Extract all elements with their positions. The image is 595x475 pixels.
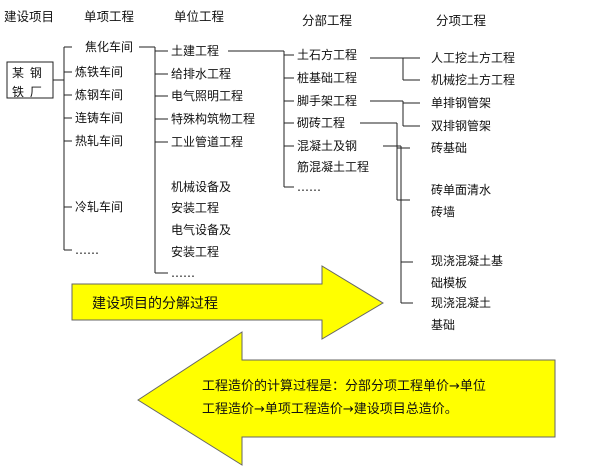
header-project: 建设项目 (4, 9, 55, 24)
calc-arrow (137, 331, 556, 466)
unit-item: 安装工程 (171, 245, 220, 259)
division-item: 土石方工程 (297, 48, 358, 62)
calc-label-line2: 工程造价→单项工程造价→建设项目总造价。 (202, 402, 458, 417)
single-item: 冷轧车间 (75, 200, 124, 214)
division-item: 筋混凝土工程 (297, 160, 370, 174)
item-entry: 人工挖土方工程 (431, 51, 516, 65)
single-item: …… (75, 243, 99, 257)
division-item: 混凝土及钢 (297, 139, 358, 153)
decompose-arrow (71, 265, 384, 340)
single-item: 热轧车间 (75, 134, 124, 148)
project-name-line1: 某 钢 (12, 66, 43, 80)
division-item: 桩基础工程 (297, 71, 358, 85)
division-item: 砌砖工程 (297, 116, 346, 130)
single-item: 连铸车间 (75, 111, 124, 125)
item-entry: 现浇混凝土基 (431, 254, 504, 268)
item-entry: 砖基础 (431, 141, 468, 155)
item-entry: 单排钢管架 (431, 96, 492, 110)
single-item: 炼钢车间 (75, 88, 124, 102)
header-item: 分项工程 (436, 13, 487, 28)
unit-item: 电气设备及 (171, 223, 232, 237)
unit-item: 电气照明工程 (171, 89, 244, 103)
unit-item: 给排水工程 (171, 67, 232, 81)
calc-label-line1: 工程造价的计算过程是：分部分项工程单价→单位 (202, 379, 486, 394)
unit-item: 土建工程 (171, 44, 220, 58)
connector-lines (6, 46, 420, 304)
header-unit: 单位工程 (174, 9, 225, 24)
division-item: …… (297, 180, 321, 194)
unit-item: 特殊构筑物工程 (171, 112, 256, 126)
item-entry: 砖单面清水 (431, 183, 492, 197)
single-item: 焦化车间 (85, 40, 134, 54)
item-entry: 砖墙 (431, 205, 456, 219)
header-division: 分部工程 (302, 13, 353, 28)
item-entry: 基础 (431, 318, 456, 332)
project-name-line2: 铁 厂 (12, 85, 43, 99)
item-entry: 双排钢管架 (431, 119, 492, 133)
single-item: 炼铁车间 (75, 65, 124, 79)
decompose-label: 建设项目的分解过程 (92, 296, 218, 312)
unit-item: 机械设备及 (171, 180, 232, 194)
unit-item: 工业管道工程 (171, 135, 244, 149)
header-single: 单项工程 (84, 9, 135, 24)
item-entry: 机械挖土方工程 (431, 73, 516, 87)
unit-item: 安装工程 (171, 201, 220, 215)
division-item: 脚手架工程 (297, 94, 358, 108)
item-entry: 础模板 (431, 276, 468, 290)
unit-item: …… (171, 266, 195, 280)
item-entry: 现浇混凝土 (431, 296, 492, 310)
